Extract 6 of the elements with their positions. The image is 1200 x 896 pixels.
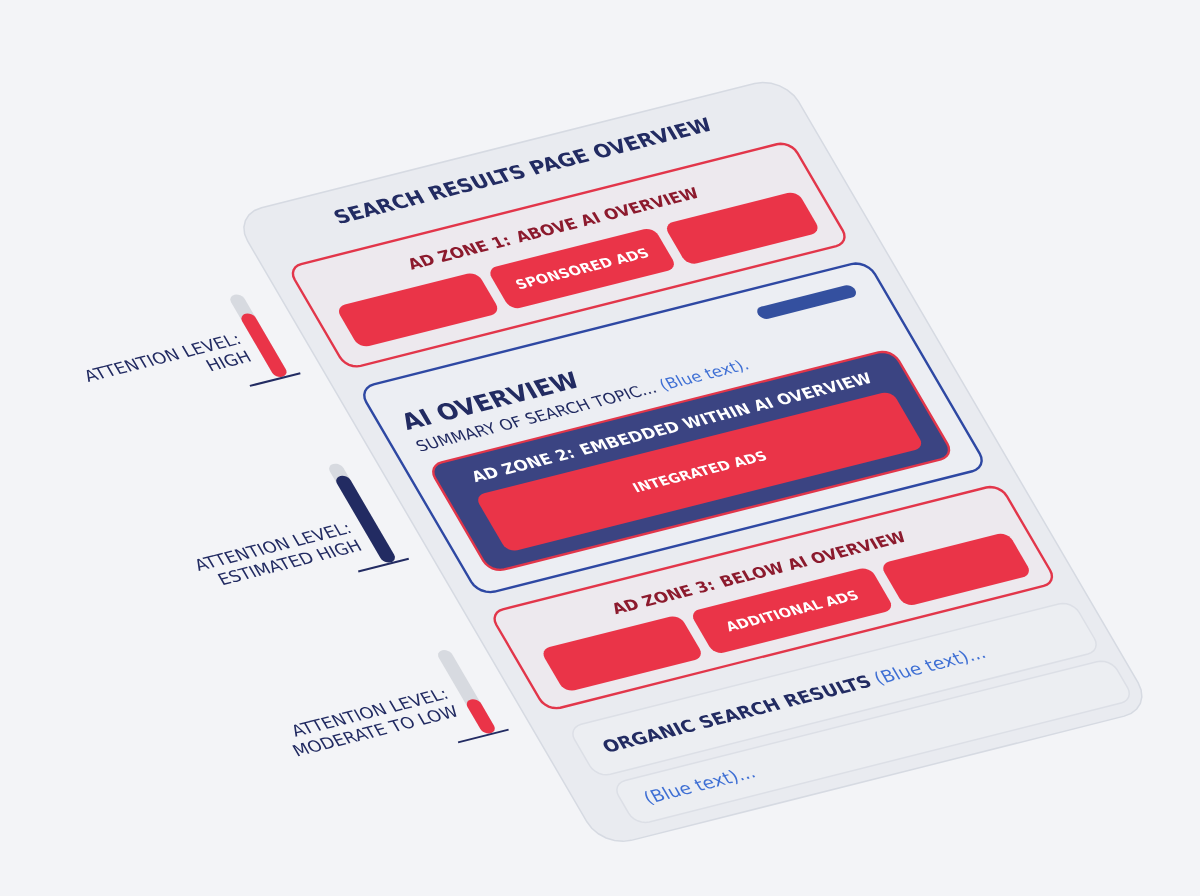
- link-text: (Blue text).: [660, 360, 749, 392]
- ad-block: [543, 616, 701, 691]
- link-text: (Blue text)...: [645, 770, 756, 806]
- link-text: (Blue text)...: [875, 650, 986, 686]
- ad-block: [338, 273, 498, 347]
- rounded-bar: [757, 285, 856, 319]
